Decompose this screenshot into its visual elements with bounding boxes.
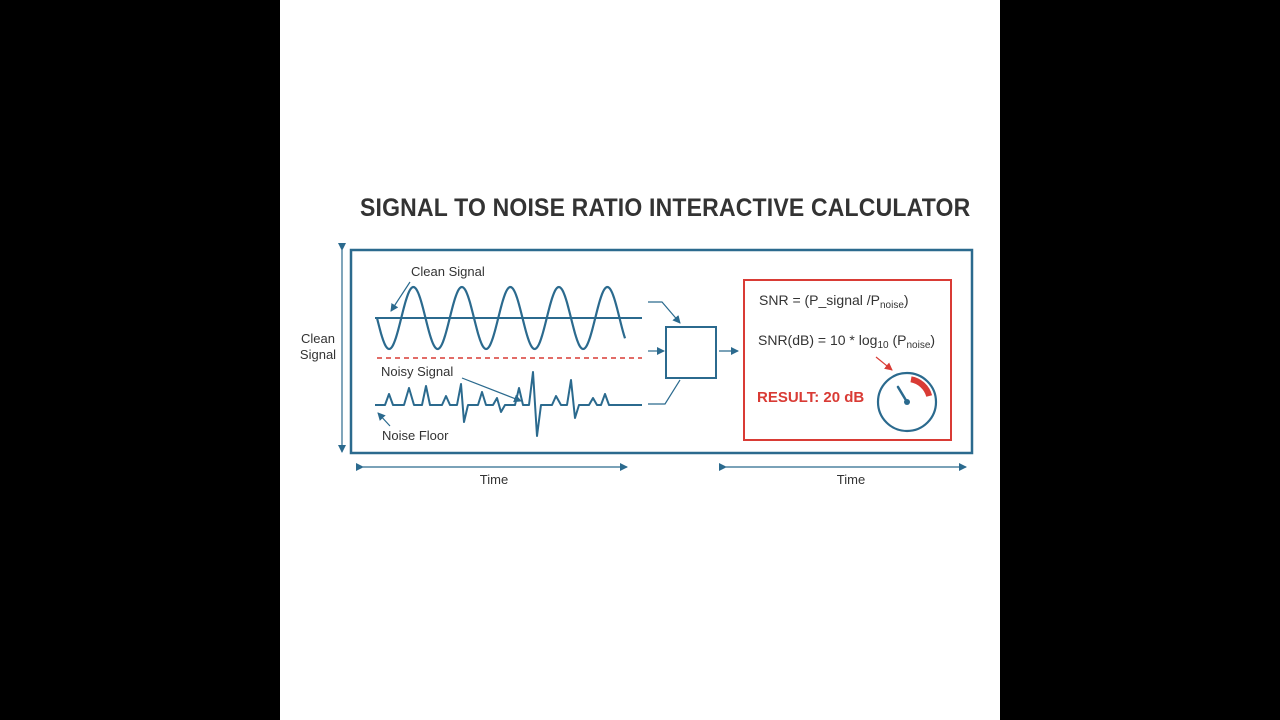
clean-signal-pointer <box>390 281 411 312</box>
page-title: SIGNAL TO NOISE RATIO INTERACTIVE CALCUL… <box>360 194 971 222</box>
snr-diagram: Clean Signal Clean Signal Noisy Signal N… <box>300 243 974 487</box>
clean-input-arrow <box>648 301 681 324</box>
noisy-signal-label: Noisy Signal <box>381 364 453 379</box>
result-gauge-icon <box>876 371 938 433</box>
result-label: RESULT: 20 dB <box>757 389 864 406</box>
gauge-pointer-arrow <box>875 356 893 371</box>
clean-signal-wave <box>375 285 627 351</box>
noisy-signal-wave <box>375 371 642 437</box>
snr-formula: SNR = (P_signal /Pnoise) <box>759 292 909 311</box>
processing-block <box>665 326 717 379</box>
noise-floor-label: Noise Floor <box>382 428 449 443</box>
noisy-signal-pointer <box>461 377 522 403</box>
noise-floor-pointer <box>377 412 391 427</box>
time-label-left: Time <box>480 472 508 487</box>
noisy-input-line <box>648 379 681 405</box>
side-label-line2: Signal <box>300 347 336 362</box>
time-label-right: Time <box>837 472 865 487</box>
snr-db-formula: SNR(dB) = 10 * log10 (Pnoise) <box>758 332 935 351</box>
outer-frame <box>349 248 974 455</box>
diagram-panel: SIGNAL TO NOISE RATIO INTERACTIVE CALCUL… <box>280 0 1000 720</box>
clean-signal-label: Clean Signal <box>411 264 485 279</box>
side-label-line1: Clean <box>301 331 335 346</box>
